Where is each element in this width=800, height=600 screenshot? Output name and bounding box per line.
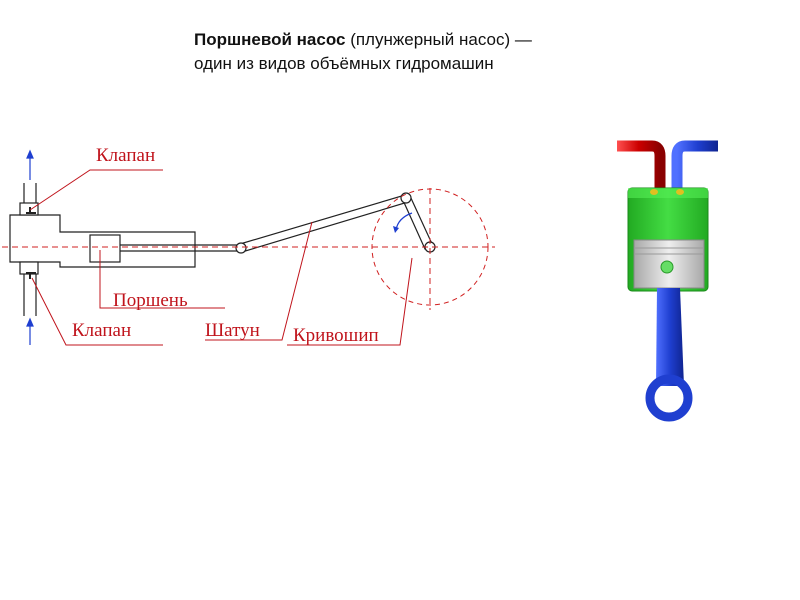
blue-pipe <box>671 140 718 190</box>
valve-right <box>676 189 684 195</box>
label-valve-bottom: Клапан <box>72 320 131 341</box>
diagram-title: Поршневой насос (плунжерный насос) — оди… <box>194 28 534 76</box>
label-valve-top: Клапан <box>96 145 155 166</box>
title-bold: Поршневой насос <box>194 30 346 49</box>
rod-joint <box>235 242 247 254</box>
title-rest: (плунжерный насос) — один из видов объём… <box>194 30 532 73</box>
valve-left <box>650 189 658 195</box>
leader-valve-bottom <box>31 277 163 346</box>
leader-valve-top <box>29 169 163 211</box>
flow-arrow-top <box>26 149 34 180</box>
label-crank: Кривошип <box>293 325 379 346</box>
connecting-rod-3d <box>656 288 684 386</box>
crank-circle <box>371 188 489 306</box>
piston-pin <box>660 260 674 274</box>
flow-arrow-bottom <box>26 317 34 345</box>
leader-crank <box>287 257 413 346</box>
red-pipe <box>617 140 666 190</box>
label-rod: Шатун <box>205 320 260 341</box>
label-piston: Поршень <box>113 290 188 311</box>
leader-rod <box>205 221 313 341</box>
rod-big-end <box>645 374 693 422</box>
leader-piston <box>99 250 225 309</box>
piston <box>89 234 121 263</box>
